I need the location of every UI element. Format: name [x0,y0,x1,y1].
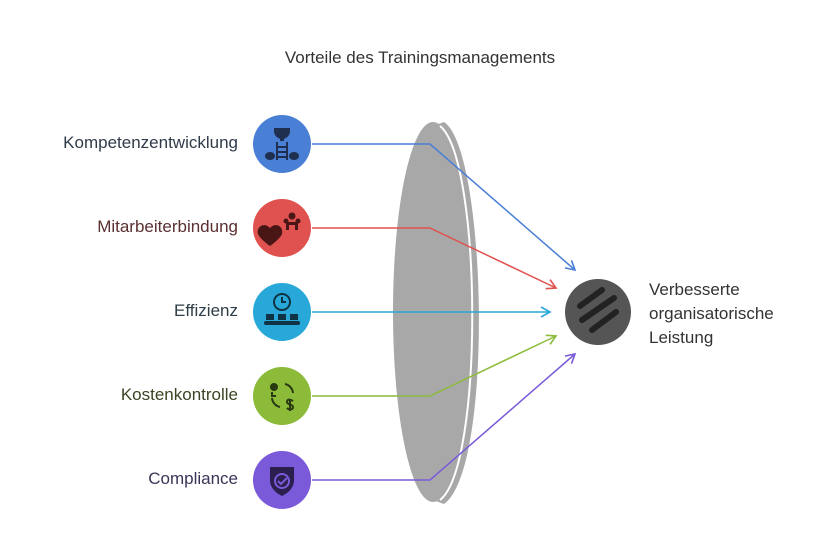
node-kostenkontrolle [253,367,311,425]
connector-compliance [312,352,577,481]
node-mitarbeiterbindung [253,199,311,257]
label-compliance: Compliance [148,469,238,488]
node-compliance [253,451,311,509]
diagram-title: Vorteile des Trainingsmanagements [284,48,556,67]
stripes-icon [577,287,619,333]
clock-conveyor-icon [264,293,300,325]
shield-check-icon [270,467,294,496]
label-kostenkontrolle: Kostenkontrolle [120,385,238,404]
label-mitarbeiterbindung: Mitarbeiterbindung [97,217,238,236]
dollar-cycle-icon [270,383,295,411]
lens [393,122,479,504]
node-kompetenzentwicklung [253,115,311,173]
output-label-line-3: Leistung [649,328,714,347]
trophy-ladder-icon [265,128,299,160]
output-label-line-2: organisatorische [649,304,774,323]
heart-people-icon [257,212,301,246]
node-effizienz [253,283,311,341]
connector-kompetenzentwicklung [312,143,577,272]
label-kompetenzentwicklung: Kompetenzentwicklung [63,133,238,152]
label-effizienz: Effizienz [174,301,238,320]
output-label: Verbesserte organisatorische Leistung [649,278,774,350]
connector-mitarbeiterbindung [312,227,558,290]
output-label-line-1: Verbesserte [649,280,740,299]
connector-kostenkontrolle [312,334,558,397]
node-output [565,279,631,345]
